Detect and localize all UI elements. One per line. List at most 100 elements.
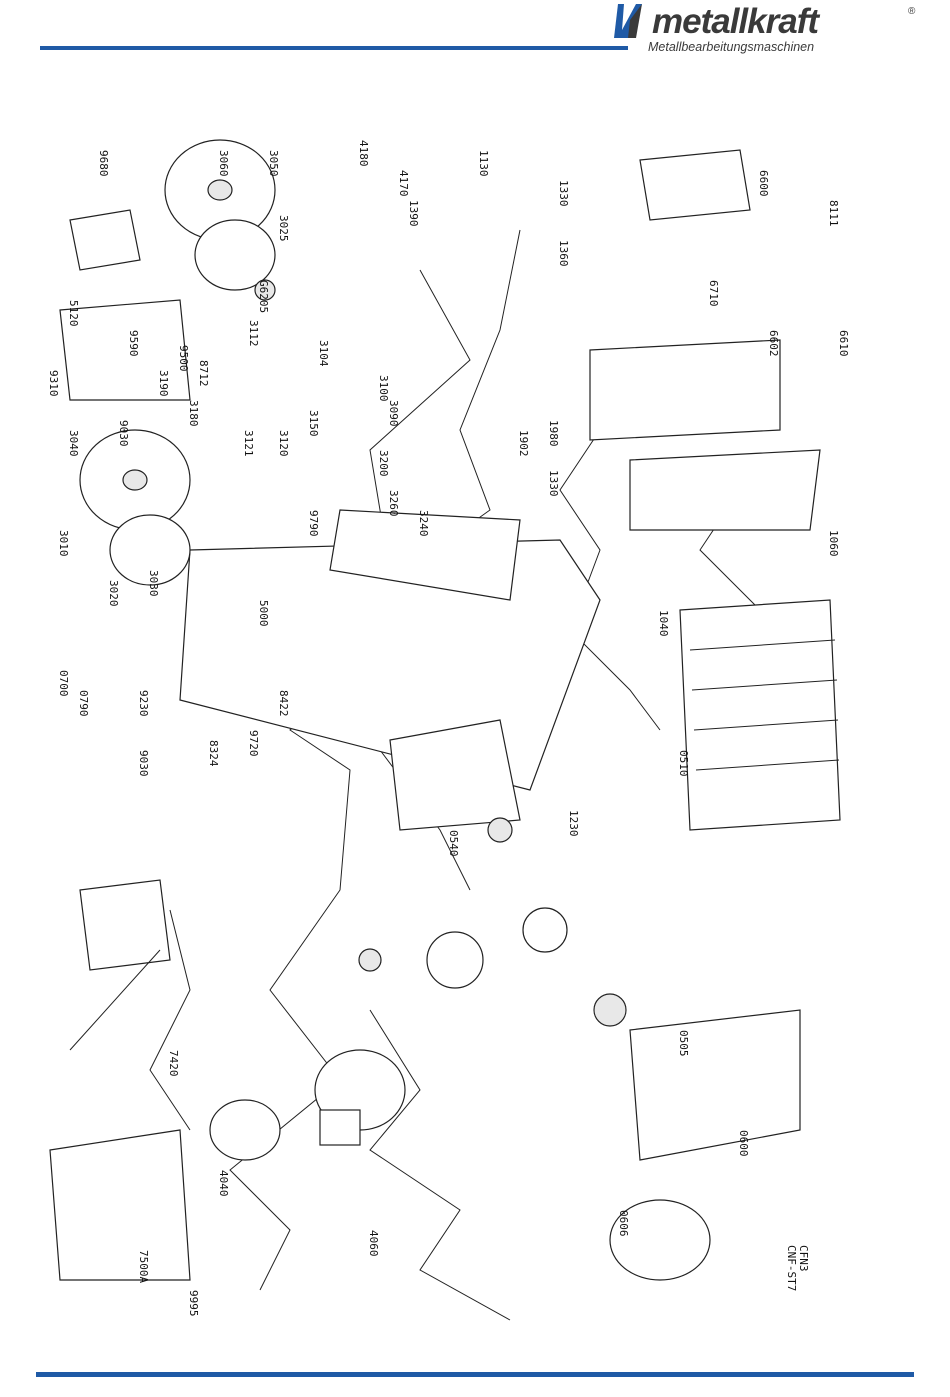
part-label: 3090 [387, 400, 400, 427]
brand-name: metallkraft [652, 2, 819, 41]
stamp-line-1: CFN3 [797, 1245, 810, 1272]
part-label: 9500 [177, 345, 190, 372]
cover-plate-part [69, 209, 141, 271]
part-labels-group: 9680 3060 3050 3025 G6205 3112 3104 3100… [47, 140, 850, 1317]
housing-part [329, 509, 521, 601]
part-label: 4170 [397, 170, 410, 197]
cover-plate-part [49, 1129, 191, 1281]
bearing-part [593, 993, 627, 1027]
table-slot [695, 759, 840, 771]
brand-tagline: Metallbearbeitungsmaschinen [648, 40, 815, 54]
band-tyre-part [109, 514, 191, 586]
electrical-box-part [629, 449, 821, 531]
part-label: 4060 [367, 1230, 380, 1257]
electrical-rail-part [589, 339, 781, 441]
pulley-part [609, 1199, 711, 1281]
part-label: 8712 [197, 360, 210, 387]
control-panel-part [639, 149, 751, 221]
metallkraft-logo-icon [614, 4, 642, 38]
exploded-parts-drawing: 9680 3060 3050 3025 G6205 3112 3104 3100… [47, 139, 850, 1321]
part-label: 3240 [417, 510, 430, 537]
table-slot [689, 639, 836, 651]
part-label: 3150 [307, 410, 320, 437]
part-label: 1060 [827, 530, 840, 557]
band-wheel-hub-part [122, 469, 148, 491]
part-label: 3060 [217, 150, 230, 177]
part-label: 3025 [277, 215, 290, 242]
part-label: 0790 [77, 690, 90, 717]
part-label: 0540 [447, 830, 460, 857]
registered-mark: ® [908, 6, 916, 17]
vise-part [79, 879, 171, 971]
band-tyre-part [194, 219, 276, 291]
part-label: 5120 [67, 300, 80, 327]
work-table-part [679, 599, 841, 831]
part-label: 1130 [477, 150, 490, 177]
part-label: 8111 [827, 200, 840, 227]
part-label: 1040 [657, 610, 670, 637]
part-label: 1390 [407, 200, 420, 227]
cover-plate-part [629, 1009, 801, 1161]
part-label: 5000 [257, 600, 270, 627]
part-label: 8324 [207, 740, 220, 767]
header-rule-top [40, 46, 628, 50]
part-label: 3020 [107, 580, 120, 607]
drawing-stamp: CFN3 CNF-ST7 [785, 1245, 810, 1291]
part-label: 6602 [767, 330, 780, 357]
brand-logo[interactable]: metallkraft ® Metallbearbeitungsmaschine… [612, 0, 922, 58]
gear-housing-part [389, 719, 521, 831]
part-label: 0505 [677, 1030, 690, 1057]
part-label: 4040 [217, 1170, 230, 1197]
part-label: 1330 [557, 180, 570, 207]
part-label: 9995 [187, 1290, 200, 1317]
part-label: 3030 [147, 570, 160, 597]
part-label: 3010 [57, 530, 70, 557]
part-label: 0510 [677, 750, 690, 777]
part-label: 7500A [137, 1250, 150, 1283]
part-label: 6710 [707, 280, 720, 307]
band-wheel-hub-part [207, 179, 233, 201]
footer-rule-bottom [36, 1372, 914, 1377]
leadscrew-part [69, 949, 161, 1051]
part-label: 9680 [97, 150, 110, 177]
part-label: 0700 [57, 670, 70, 697]
part-label: 1330 [547, 470, 560, 497]
part-label: 4180 [357, 140, 370, 167]
pulley-part [209, 1099, 281, 1161]
assembly-line [149, 909, 191, 1131]
part-label: 9030 [117, 420, 130, 447]
part-label: 9030 [137, 750, 150, 777]
stamp-line-2: CNF-ST7 [785, 1245, 798, 1291]
part-label: 1980 [547, 420, 560, 447]
part-label: 3190 [157, 370, 170, 397]
part-label: 6610 [837, 330, 850, 357]
table-slot [691, 679, 838, 691]
part-label: 9590 [127, 330, 140, 357]
part-label: 3260 [387, 490, 400, 517]
part-label: 0600 [737, 1130, 750, 1157]
part-label: 0606 [617, 1210, 630, 1237]
part-label: 8422 [277, 690, 290, 717]
part-label: 3200 [377, 450, 390, 477]
part-label: 3100 [377, 375, 390, 402]
bearing-part [487, 817, 513, 843]
motor-flange-part [319, 1109, 361, 1146]
part-label: 9790 [307, 510, 320, 537]
part-label: 3050 [267, 150, 280, 177]
cover-plate-part [59, 299, 191, 401]
part-label: 9720 [247, 730, 260, 757]
part-label: 7420 [167, 1050, 180, 1077]
part-label: 6600 [757, 170, 770, 197]
part-label: 3120 [277, 430, 290, 457]
bearing-part [254, 279, 276, 301]
part-label: 1360 [557, 240, 570, 267]
part-label: 3040 [67, 430, 80, 457]
part-label: 9230 [137, 690, 150, 717]
assembly-line [229, 269, 471, 1291]
part-label: 3112 [247, 320, 260, 347]
bearing-part [358, 948, 382, 972]
part-label: 3180 [187, 400, 200, 427]
part-label: 1230 [567, 810, 580, 837]
part-label: 3121 [242, 430, 255, 457]
part-label: 3104 [317, 340, 330, 367]
